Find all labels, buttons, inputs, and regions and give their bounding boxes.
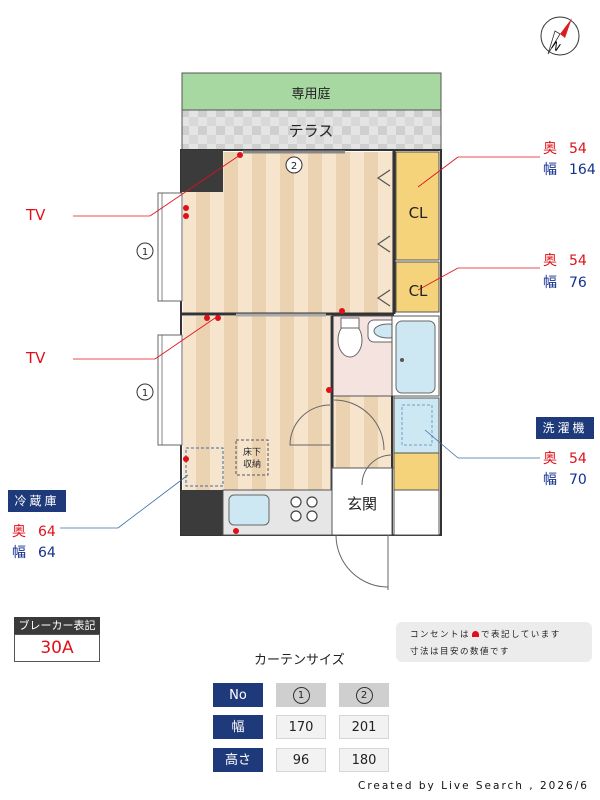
terrace-label: テラス: [289, 122, 334, 140]
stove-burner-icon: [306, 510, 318, 522]
underfloor-label-2: 収納: [243, 458, 261, 470]
legend-line-2: 寸法は目安の数値です: [410, 647, 511, 657]
window-marker-2: [285, 156, 303, 174]
breaker-value: 30A: [14, 634, 100, 662]
tv-label-lower: TV: [26, 349, 46, 367]
compass-icon: N: [540, 16, 580, 56]
curtain-col-1: 1: [276, 683, 326, 707]
credit-line: Created by Live Search , 2026/6: [358, 780, 589, 792]
closet-2-label: CL: [409, 282, 428, 300]
fridge-badge: 冷蔵庫: [8, 490, 66, 512]
underfloor-storage: [235, 439, 269, 476]
closet-2: [395, 261, 440, 313]
curtain-row-height-label: 高さ: [213, 748, 263, 772]
legend-note: コンセントはで表記しています 寸法は目安の数値です: [396, 622, 592, 662]
outlet-markers: [183, 152, 345, 534]
curtain-header-label: No: [213, 683, 263, 707]
window-marker-1b-text: 1: [142, 388, 148, 399]
window-marker-1b: [136, 383, 154, 401]
curtain-width-1: 170: [276, 715, 326, 739]
window-marker-1a-text: 1: [142, 247, 148, 258]
stove-burner-icon: [306, 496, 318, 508]
closet-1-label: CL: [409, 204, 428, 222]
terrace-area: [181, 109, 442, 151]
stove-burner-icon: [290, 496, 302, 508]
window-marker-1a: [136, 242, 154, 260]
kitchen-sink: [228, 494, 270, 526]
outlet-icon: [472, 631, 480, 637]
curtain-row-width-label: 幅: [213, 715, 263, 739]
curtain-height-1: 96: [276, 748, 326, 772]
garden-area: [181, 72, 442, 111]
legend-line-1: コンセントはで表記しています: [410, 630, 561, 640]
window-marker-2-text: 2: [291, 161, 297, 172]
entrance-area: [331, 467, 393, 536]
breaker-title: ブレーカー表記: [14, 617, 100, 634]
entrance-label: 玄関: [347, 495, 377, 513]
curtain-col-2: 2: [339, 683, 389, 707]
curtain-title: カーテンサイズ: [254, 653, 345, 668]
bathtub: [395, 320, 436, 394]
curtain-width-2: 201: [339, 715, 389, 739]
fridge-space: [185, 447, 224, 487]
closet-1: [395, 151, 440, 261]
room-lower: [183, 316, 330, 490]
underfloor-label-1: 床下: [243, 446, 261, 458]
garden-label: 専用庭: [291, 86, 330, 102]
washer-badge: 洗濯機: [536, 417, 594, 439]
curtain-height-2: 180: [339, 748, 389, 772]
stove-burner-icon: [290, 510, 302, 522]
tv-label-upper: TV: [26, 206, 46, 224]
